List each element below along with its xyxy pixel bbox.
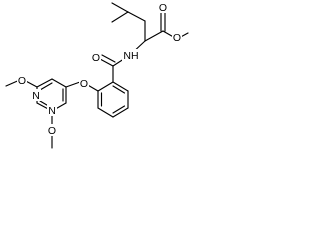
bond-benzene-6 — [97, 81, 114, 92]
atom-label: O — [92, 52, 100, 64]
bond-benzene-inner-1 — [112, 85, 126, 94]
atom-pyrimidine-nitrogen-upper: N — [31, 89, 41, 102]
bond-benzene-3 — [112, 107, 129, 118]
bond-calpha-ccarbonyl — [144, 30, 164, 42]
bond-pyr-inner-1 — [39, 82, 53, 91]
bond-amide-double-2 — [101, 54, 116, 63]
atom-label: N — [32, 90, 40, 102]
atom-methoxy-oxygen-upper: O — [17, 74, 27, 87]
bond-benzene-1 — [112, 81, 129, 92]
atom-methoxy-oxygen-lower: O — [47, 124, 57, 137]
atom-labels: O O NH O O N N O — [17, 1, 182, 137]
bond-amide-double-1 — [99, 58, 114, 67]
atom-ether-oxygen: O — [79, 77, 89, 90]
bond-pyr-2 — [36, 78, 53, 88]
bond-lines — [5, 2, 189, 149]
atom-pyrimidine-nitrogen-lower: N — [47, 104, 57, 117]
atom-label: O — [173, 32, 181, 44]
atom-label: O — [18, 75, 26, 87]
bond-benzene-4 — [97, 107, 114, 118]
bond-ch-ch2 — [127, 11, 146, 22]
bond-benzene-inner-2 — [112, 105, 126, 114]
bond-oether-pyrimidine — [65, 81, 81, 88]
atom-amide-nitrogen: NH — [122, 49, 141, 62]
bond-methyl-ch-upper — [111, 2, 129, 13]
atom-label: N — [48, 105, 56, 117]
bond-methyl-ch-lower — [111, 11, 129, 23]
atom-amide-oxygen: O — [91, 51, 101, 64]
atom-label: O — [48, 125, 56, 137]
atom-ester-carbonyl-oxygen: O — [158, 1, 168, 14]
bond-pyr-1 — [51, 78, 67, 88]
chemical-structure-diagram: O O NH O O N N O — [5, 1, 189, 149]
atom-label: NH — [123, 50, 138, 62]
atom-label: O — [159, 2, 167, 14]
atom-ester-oxygen: O — [172, 31, 182, 44]
atom-label: O — [80, 78, 88, 90]
